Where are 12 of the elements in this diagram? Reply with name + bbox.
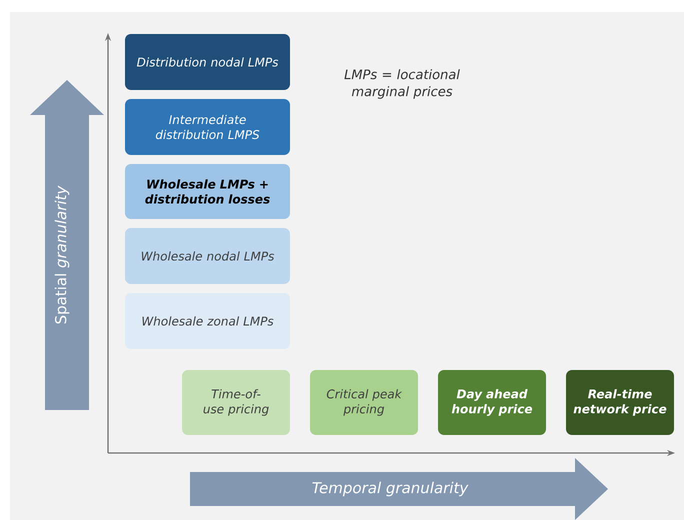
box: Intermediate distribution LMPS xyxy=(125,99,290,155)
box: Wholesale nodal LMPs xyxy=(125,228,290,284)
box: Distribution nodal LMPs xyxy=(125,34,290,90)
box: Wholesale zonal LMPs xyxy=(125,293,290,349)
price-box: Day ahead hourly price xyxy=(438,370,546,435)
axis-title: Temporal granularity xyxy=(312,482,468,496)
axis-title: Spatial granularity xyxy=(54,186,70,324)
price-box: Critical peak pricing xyxy=(310,370,418,435)
price-box: Time-of-use pricing xyxy=(182,370,290,435)
price-box: Real-time network price xyxy=(566,370,674,435)
note: LMPs = locational marginal prices xyxy=(344,69,460,99)
box: Wholesale LMPs + distribution losses xyxy=(125,164,290,219)
